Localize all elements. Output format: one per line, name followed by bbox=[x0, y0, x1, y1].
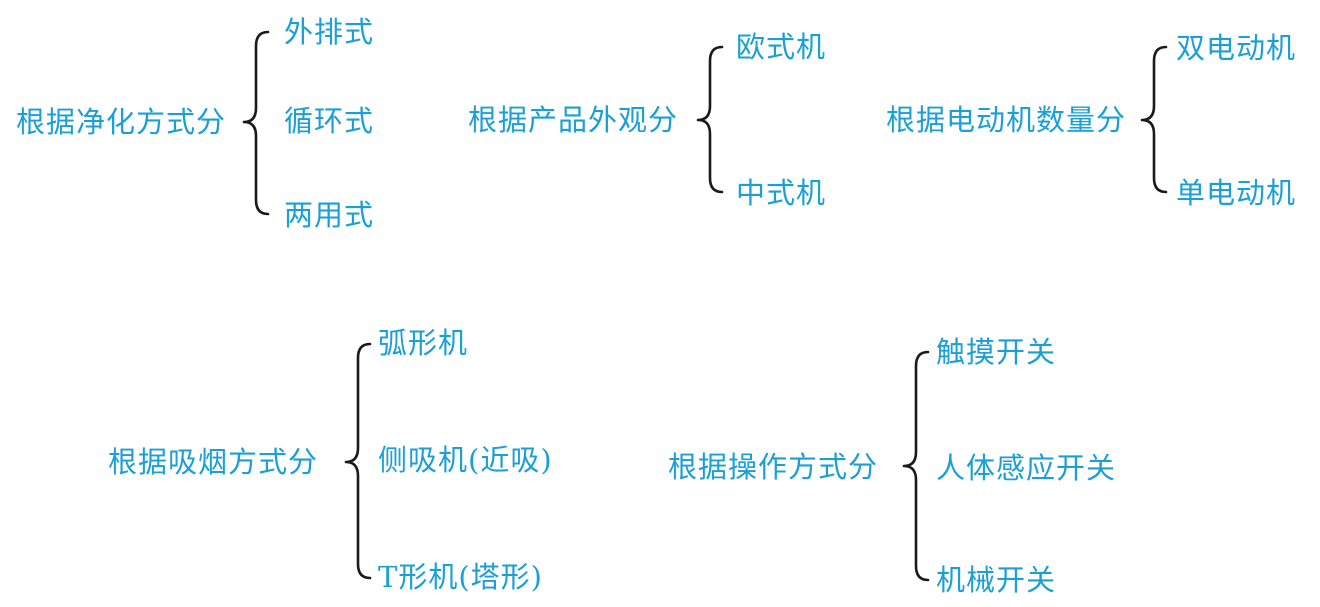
root-label: 根据净化方式分 bbox=[16, 105, 227, 139]
root-label: 根据产品外观分 bbox=[468, 103, 679, 137]
item-label: 人体感应开关 bbox=[936, 451, 1117, 485]
item-label: 弧形机 bbox=[378, 326, 469, 360]
item-label: 触摸开关 bbox=[936, 335, 1057, 369]
item-label: 外排式 bbox=[284, 15, 375, 49]
item-label: 侧吸机(近吸) bbox=[378, 443, 553, 477]
root-label: 根据电动机数量分 bbox=[886, 103, 1127, 137]
item-label: 机械开关 bbox=[936, 563, 1057, 597]
item-label: 单电动机 bbox=[1176, 176, 1297, 210]
item-label: 两用式 bbox=[284, 198, 375, 232]
brace-suction bbox=[344, 342, 372, 580]
root-label: 根据吸烟方式分 bbox=[108, 445, 319, 479]
item-label: 循环式 bbox=[284, 104, 375, 138]
item-label: 欧式机 bbox=[736, 30, 827, 64]
brace-appearance bbox=[696, 45, 724, 194]
brace-motor-count bbox=[1140, 45, 1168, 194]
brace-purification bbox=[242, 30, 270, 216]
root-label: 根据操作方式分 bbox=[668, 450, 879, 484]
item-label: 中式机 bbox=[736, 176, 827, 210]
brace-operation bbox=[902, 350, 930, 582]
item-label: 双电动机 bbox=[1176, 31, 1297, 65]
item-label: T形机(塔形) bbox=[378, 560, 543, 594]
